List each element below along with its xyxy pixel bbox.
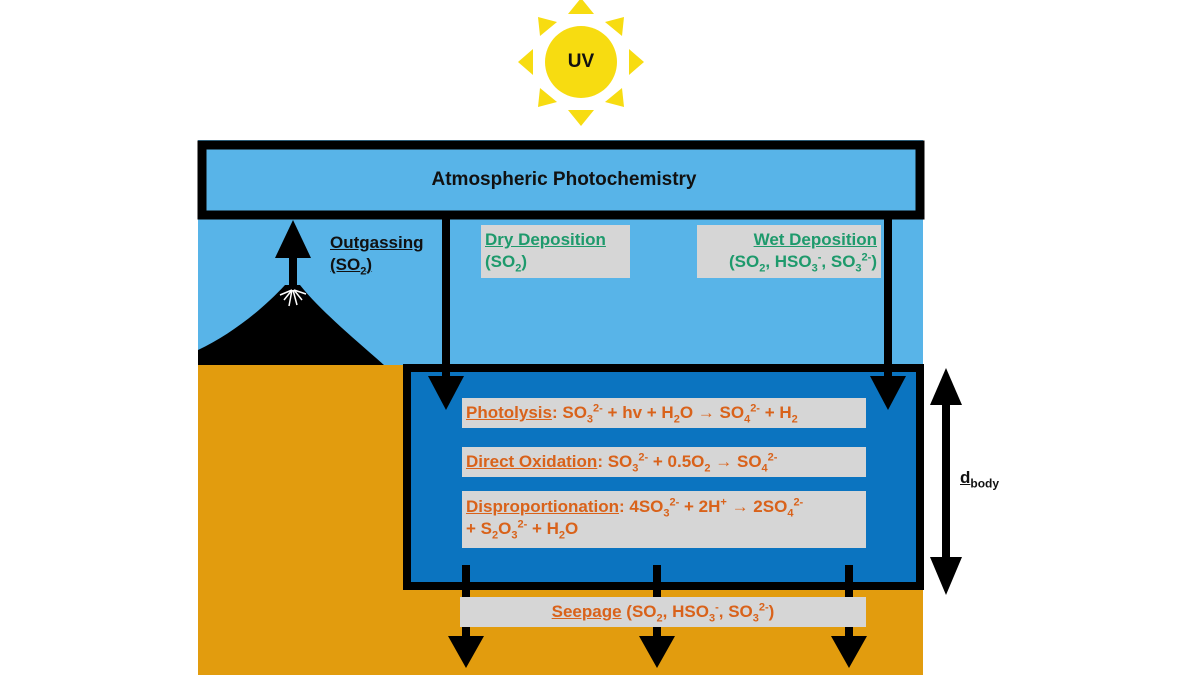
volcano-icon (198, 285, 384, 365)
dry-deposition-label: Dry Deposition (SO2) (485, 229, 606, 275)
dry-deposition-title: Dry Deposition (485, 230, 606, 249)
atmospheric-photochemistry-title: Atmospheric Photochemistry (431, 169, 697, 190)
depth-double-arrow (930, 368, 962, 595)
outgassing-label: Outgassing (SO2) (330, 232, 424, 278)
sun-uv-label: UV (567, 51, 595, 72)
photolysis-reaction: Photolysis: SO32- + hv + H2O → SO42- + H… (466, 402, 798, 426)
depth-label: dbody (960, 468, 1000, 491)
disproportionation-box (462, 491, 866, 548)
outgassing-species: (SO2) (330, 255, 373, 278)
wet-deposition-box (697, 225, 881, 278)
outgassing-arrow-head (275, 220, 311, 258)
photolysis-box (462, 398, 866, 428)
sun-icon (518, 0, 644, 126)
direct-oxidation-reaction: Direct Oxidation: SO32- + 0.5O2 → SO42- (466, 451, 778, 475)
atmospheric-photochemistry-box (197, 140, 925, 220)
wet-deposition-species: (SO2, HSO3-, SO32-) (728, 251, 877, 275)
wet-deposition-arrow-head (870, 376, 906, 410)
dry-deposition-box (481, 225, 630, 278)
dry-deposition-arrow-head (428, 376, 464, 410)
disproportionation-reaction: Disproportionation: 4SO32- + 2H+ → 2SO42… (466, 496, 804, 542)
seepage-box (460, 597, 866, 627)
wet-deposition-title: Wet Deposition (753, 230, 877, 249)
seepage-label: Seepage (SO2, HSO3-, SO32-) (551, 601, 775, 625)
volcano-vent-icon (279, 289, 307, 307)
outgassing-title: Outgassing (330, 233, 424, 252)
direct-oxidation-box (462, 447, 866, 477)
wet-deposition-label: Wet Deposition (SO2, HSO3-, SO32-) (701, 229, 877, 275)
dry-deposition-species: (SO2) (485, 252, 528, 275)
